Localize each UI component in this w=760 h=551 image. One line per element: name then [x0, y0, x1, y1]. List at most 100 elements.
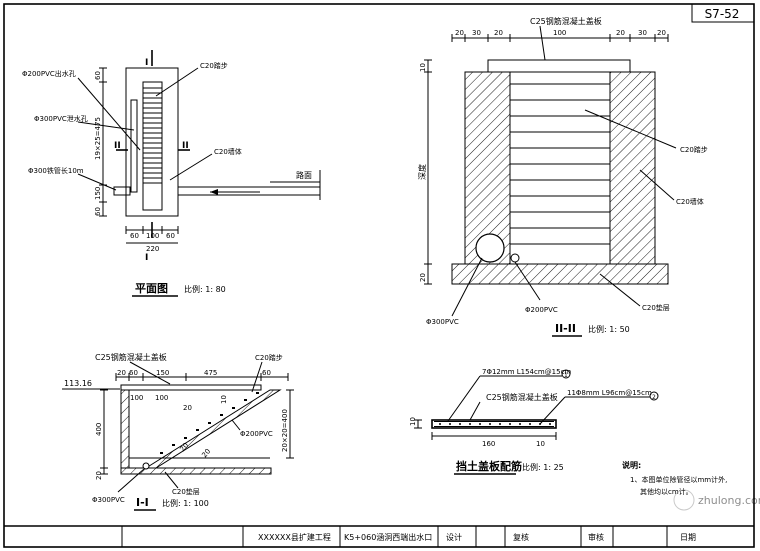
- s1-pipe: [142, 462, 150, 470]
- s2-base: [451, 263, 669, 285]
- title-drawing: K5+060涵洞西端出水口: [344, 532, 432, 542]
- s2-steps: [510, 83, 610, 245]
- s2-dim-6: 20: [657, 29, 666, 37]
- rebar-dim-width: 160: [482, 440, 495, 448]
- s1-dim-0: 20: [117, 369, 126, 377]
- s2-pipe-300: [475, 233, 505, 263]
- section-2-2: 20 30 20 100 20 30 20 C25钢筋混凝土盖板 10 深度 2…: [417, 16, 708, 337]
- s2-pipe-left-label: Φ300PVC: [426, 318, 459, 326]
- s1-base: [120, 467, 272, 475]
- rebar-circle-2-text: 2: [652, 394, 656, 401]
- notes-line-2: 其他均以cm计。: [640, 487, 693, 496]
- rebar-detail: 7Φ12mm L154cm@15cm 1 C25钢筋混凝土盖板 11Φ8mm L…: [409, 368, 659, 475]
- s2-pipe-200: [510, 253, 520, 263]
- plan-road-label: 路面: [296, 170, 312, 180]
- plan-inner-chamber: [142, 81, 163, 211]
- plan-dim-total: 220: [146, 245, 159, 253]
- watermark-text: zhulong.com: [698, 494, 760, 507]
- plan-pipe-label: Φ300铁管长10m: [28, 166, 84, 175]
- s1-inner-1: 100: [155, 394, 168, 402]
- rebar-slab-label: C25钢筋混凝土盖板: [486, 392, 558, 402]
- s2-dim-4: 20: [616, 29, 625, 37]
- sheet-number-box: [691, 3, 755, 23]
- rebar-circle-1: [561, 369, 571, 379]
- notes: 说明: 1、本图单位除管径以mm计外, 其他均以cm计。: [622, 460, 727, 496]
- section-mark-left: II: [114, 141, 121, 151]
- s1-dim-20b: 20: [178, 441, 190, 453]
- s2-dim-2: 20: [494, 29, 503, 37]
- s2-scale: 比例: 1: 50: [588, 324, 630, 334]
- s2-title: II-II: [555, 322, 576, 335]
- plan-steps: [143, 87, 162, 184]
- notes-heading: 说明:: [622, 460, 641, 470]
- s2-dim-5: 30: [638, 29, 647, 37]
- s1-pvc-right-label: Φ200PVC: [240, 430, 273, 438]
- plan-dim-mid: 19×25=475: [94, 117, 102, 160]
- rebar-circle-2: [649, 391, 659, 401]
- s2-dim-bottom: 20: [419, 273, 427, 282]
- s2-pipe-right-label: Φ200PVC: [525, 306, 558, 314]
- plan-dim-w2: 100: [146, 232, 159, 240]
- s2-dim-top: 10: [419, 63, 427, 72]
- s1-left-wall: [120, 389, 130, 469]
- notes-line-1: 1、本图单位除管径以mm计外,: [630, 475, 727, 484]
- plan-dim-top: 60: [94, 71, 102, 80]
- s1-dim-bottom: 20: [95, 471, 103, 480]
- plan-view: 路面 I I II II Φ200PVC出水孔 Φ300PVC泄水孔 Φ300铁…: [22, 50, 321, 297]
- s1-elevation: 113.16: [64, 379, 92, 388]
- s1-step-label: C20踏步: [255, 353, 283, 362]
- plan-dim-w3: 60: [166, 232, 175, 240]
- rebar-title: 挡土盖板配筋: [456, 459, 522, 473]
- rebar-scale: 比例: 1: 25: [522, 462, 564, 472]
- s2-wall-label: C20墙体: [676, 197, 704, 206]
- s1-scale: 比例: 1: 100: [162, 498, 209, 508]
- s1-dim-20a: 20: [200, 447, 212, 459]
- sheet-border: [3, 3, 755, 548]
- s1-dim-2: 150: [156, 369, 169, 377]
- section-mark-top: I: [145, 58, 148, 68]
- title-review: 审核: [588, 532, 604, 542]
- title-project: XXXXXX县扩建工程: [258, 532, 331, 542]
- s1-pvc-left-label: Φ300PVC: [92, 496, 125, 504]
- s1-cover-slab: [120, 384, 262, 391]
- title-check: 复核: [513, 532, 529, 542]
- plan-pipe: [113, 186, 131, 196]
- s1-dim-4: 60: [262, 369, 271, 377]
- s2-step-label: C20踏步: [680, 145, 708, 154]
- title-design: 设计: [446, 532, 462, 542]
- s1-slab-label: C25钢筋混凝土盖板: [95, 352, 167, 362]
- s2-chamber: [509, 71, 611, 265]
- s1-dim-height: 400: [95, 423, 103, 436]
- watermark: zhulong.com: [673, 489, 760, 511]
- s1-inner-0: 100: [130, 394, 143, 402]
- s2-base-label: C20垫层: [642, 303, 670, 312]
- rebar-dim-side: 10: [536, 440, 545, 448]
- s2-slab-label: C25钢筋混凝土盖板: [530, 16, 602, 26]
- plan-dim-w1: 60: [130, 232, 139, 240]
- rebar-top-label: 7Φ12mm L154cm@15cm: [482, 368, 571, 376]
- plan-outer-wall: [125, 67, 179, 217]
- title-block: XXXXXX县扩建工程 K5+060涵洞西端出水口 设计 复核 审核 日期: [4, 525, 754, 547]
- section-1-1: 20 60 150 475 60 100 100 20 C25钢筋混凝土盖板 C…: [62, 352, 294, 511]
- plan-title: 平面图: [135, 282, 168, 295]
- sheet-number: S7-52: [705, 7, 740, 21]
- rebar-circle-1-text: 1: [564, 372, 568, 379]
- s2-cover-slab: [487, 59, 631, 73]
- rebar-dim-thick: 10: [409, 417, 417, 426]
- s2-dim-0: 20: [455, 29, 464, 37]
- plan-dim-bottom: 60: [94, 207, 102, 216]
- plan-step-label: C20踏步: [200, 61, 228, 70]
- rebar-slab: [431, 419, 557, 429]
- s1-dim-10: 10: [220, 395, 228, 404]
- s2-dim-1: 30: [472, 29, 481, 37]
- plan-outlet-label: Φ200PVC出水孔: [22, 69, 76, 78]
- rebar-right-label: 11Φ8mm L96cm@15cm: [567, 389, 652, 397]
- s1-steps: [160, 392, 259, 454]
- s1-inner-2: 20: [183, 404, 192, 412]
- s2-left-wall: [464, 71, 511, 265]
- s1-dim-1: 60: [129, 369, 138, 377]
- flow-arrow: [210, 189, 218, 195]
- s1-dim-3: 475: [204, 369, 217, 377]
- s1-base-label: C20垫层: [172, 487, 200, 496]
- plan-wall-label: C20墙体: [214, 147, 242, 156]
